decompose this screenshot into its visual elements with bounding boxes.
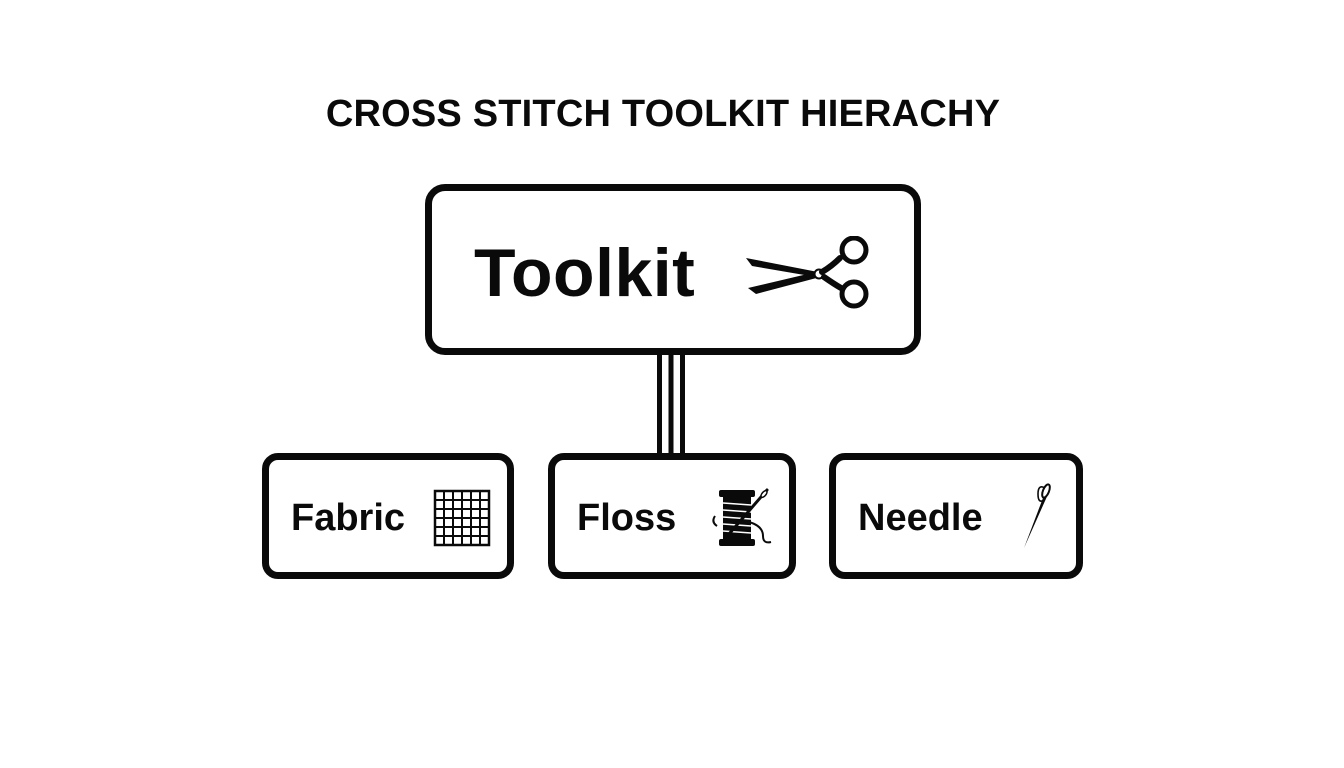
floss-node: Floss	[548, 453, 796, 579]
needle-icon	[1024, 483, 1051, 548]
fabric-label: Fabric	[291, 497, 406, 539]
thread-spool-icon	[712, 488, 772, 546]
toolkit-label: Toolkit	[474, 235, 696, 311]
diagram-title: CROSS STITCH TOOLKIT HIERACHY	[325, 93, 1001, 135]
hierarchy-connector	[657, 348, 685, 454]
toolkit-node: Toolkit	[425, 184, 921, 355]
needle-node: Needle	[829, 453, 1083, 579]
needle-label: Needle	[858, 497, 983, 539]
floss-label: Floss	[577, 497, 677, 539]
scissors-icon	[746, 236, 869, 309]
fabric-node: Fabric	[262, 453, 514, 579]
grid-icon	[433, 489, 491, 547]
